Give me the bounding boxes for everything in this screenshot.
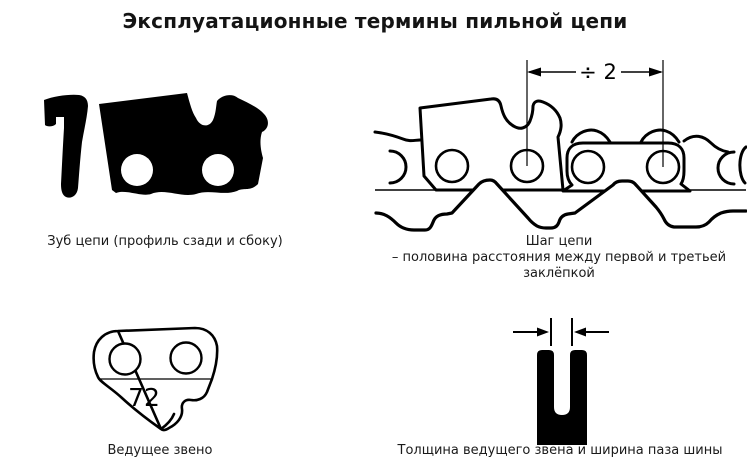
- background-link-hump: [639, 128, 681, 144]
- groove-u-shape: [537, 350, 587, 445]
- chain-edge-right: [738, 145, 747, 185]
- drive-link-rivet-hole: [108, 342, 142, 376]
- tooth-rivet-hole: [202, 154, 234, 186]
- chain-outline-left: [373, 130, 422, 143]
- rivet-circle: [570, 149, 606, 185]
- chain-outline-right: [682, 134, 730, 154]
- gauge-arrowhead-right: [574, 327, 586, 337]
- drive-link-figure: 72: [92, 326, 219, 432]
- gauge-caption: Толщина ведущего звена и ширина паза шин…: [397, 443, 723, 458]
- drive-link-zigzag: [374, 178, 747, 232]
- page-title: Эксплуатационные термины пильной цепи: [122, 9, 628, 33]
- tooth-profile-figure: [44, 93, 268, 198]
- pitch-dimension-label: ÷ 2: [579, 60, 617, 84]
- gauge-arrowhead-left: [537, 327, 549, 337]
- dimension-arrowhead-right: [649, 67, 663, 77]
- tooth-back-profile-shape: [44, 94, 88, 198]
- pitch-caption: Шаг цепи – половина расстояния между пер…: [368, 234, 750, 282]
- drive-link-caption: Ведущее звено: [107, 443, 213, 458]
- dimension-arrowhead-left: [527, 67, 541, 77]
- pitch-caption-line2: – половина расстояния между первой и тре…: [391, 250, 727, 281]
- chain-pitch-figure: ÷ 2: [373, 60, 747, 232]
- tooth-caption: Зуб цепи (профиль сзади и сбоку): [47, 234, 283, 249]
- gauge-figure: [513, 318, 609, 445]
- partial-rivet-left: [388, 149, 408, 185]
- drive-link-rivet-hole: [169, 341, 203, 375]
- rivet-circle: [434, 148, 470, 184]
- drive-link-number: 72: [128, 383, 160, 412]
- pitch-caption-line1: Шаг цепи: [525, 234, 593, 249]
- partial-rivet-right: [716, 150, 736, 186]
- background-link-hump: [570, 128, 612, 144]
- tooth-rivet-hole: [121, 154, 153, 186]
